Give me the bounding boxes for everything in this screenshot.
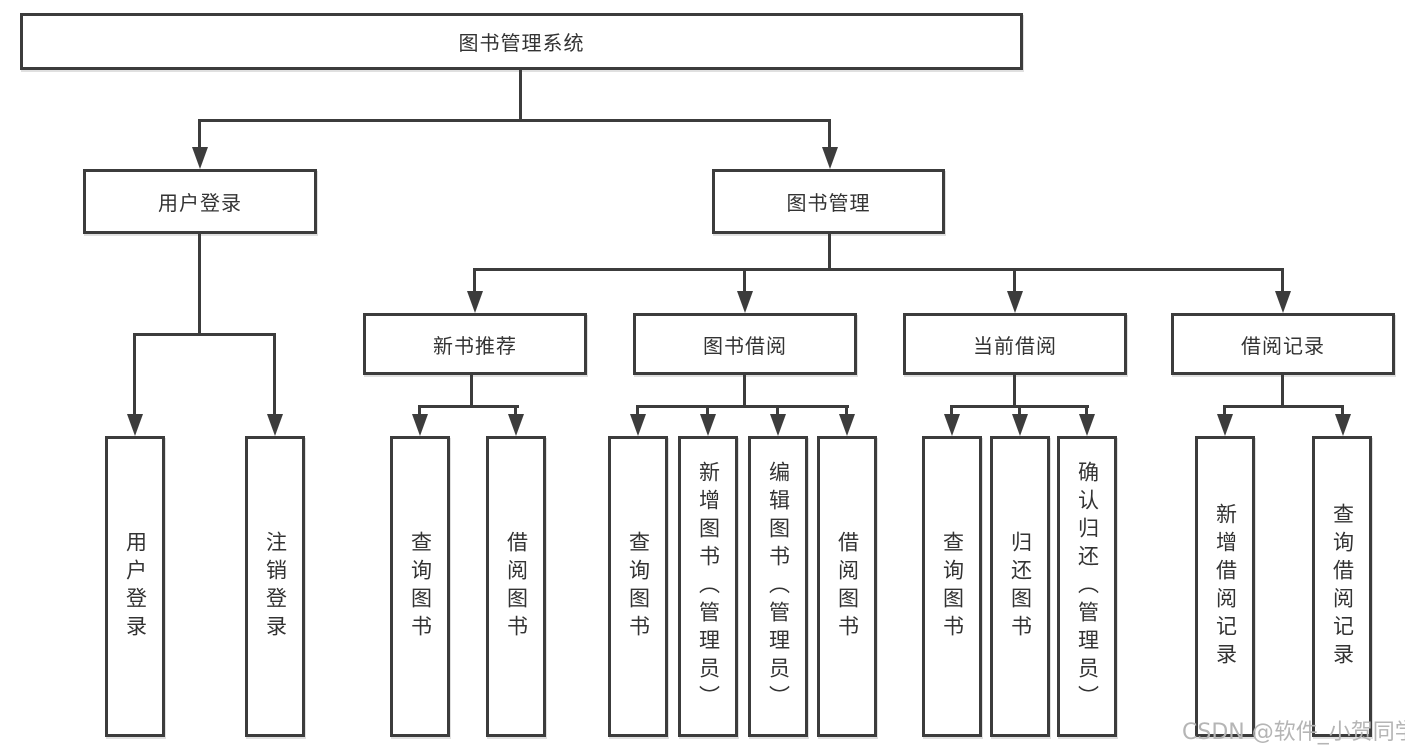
arrow-down-icon: [1275, 291, 1291, 313]
connector-line: [743, 268, 746, 293]
leaf-logout: 注销登录: [245, 436, 305, 737]
connector-line: [133, 333, 136, 416]
node-book-borrow-label: 图书借阅: [703, 333, 787, 358]
connector-line: [473, 268, 1284, 271]
leaf-borrow-books: 借阅图书: [817, 436, 877, 737]
connector-line: [828, 119, 831, 150]
leaf-return-books: 归还图书: [990, 436, 1050, 737]
connector-line: [743, 375, 746, 408]
arrow-down-icon: [127, 414, 143, 436]
connector-line: [133, 333, 276, 336]
leaf-return-books-label: 归还图书: [1008, 530, 1033, 643]
node-current-borrow-label: 当前借阅: [973, 333, 1057, 358]
arrow-down-icon: [1217, 414, 1233, 436]
leaf-logout-label: 注销登录: [263, 530, 288, 643]
connector-line: [828, 234, 831, 271]
arrow-down-icon: [412, 414, 428, 436]
connector-line: [1085, 405, 1088, 416]
node-user-login: 用户登录: [83, 169, 317, 234]
connector-line: [1013, 268, 1016, 293]
connector-line: [470, 375, 473, 408]
arrow-down-icon: [700, 414, 716, 436]
leaf-query-books-current-label: 查询图书: [940, 530, 965, 643]
connector-line: [519, 70, 522, 120]
leaf-add-borrow-record-label: 新增借阅记录: [1213, 502, 1238, 671]
arrow-down-icon: [630, 414, 646, 436]
leaf-borrow-books-recommend: 借阅图书: [486, 436, 546, 737]
leaf-confirm-return-admin: 确认归还（管理员）: [1057, 436, 1117, 737]
node-current-borrow: 当前借阅: [903, 313, 1127, 375]
leaf-edit-books-admin-label: 编辑图书（管理员）: [766, 460, 791, 713]
arrow-down-icon: [467, 291, 483, 313]
connector-line: [776, 405, 779, 416]
node-book-management-label: 图书管理: [786, 191, 871, 215]
node-root: 图书管理系统: [20, 13, 1023, 70]
arrow-down-icon: [822, 147, 838, 169]
connector-line: [1281, 268, 1284, 293]
node-new-book-recommend-label: 新书推荐: [433, 333, 517, 358]
leaf-user-login-label: 用户登录: [123, 530, 148, 643]
leaf-query-books-recommend-label: 查询图书: [408, 530, 433, 643]
connector-line: [1223, 405, 1226, 416]
arrow-down-icon: [1007, 291, 1023, 313]
connector-line: [198, 234, 201, 336]
leaf-user-login: 用户登录: [105, 436, 165, 737]
arrow-down-icon: [1335, 414, 1351, 436]
connector-line: [198, 119, 831, 122]
connector-line: [845, 405, 848, 416]
connector-line: [1341, 405, 1344, 416]
leaf-query-books-borrow: 查询图书: [608, 436, 668, 737]
leaf-add-books-admin: 新增图书（管理员）: [678, 436, 738, 737]
node-book-management: 图书管理: [712, 169, 945, 234]
connector-line: [418, 405, 421, 416]
leaf-add-borrow-record: 新增借阅记录: [1195, 436, 1255, 737]
connector-line: [1013, 375, 1016, 408]
connector-line: [706, 405, 709, 416]
connector-line: [198, 119, 201, 150]
leaf-query-books-borrow-label: 查询图书: [626, 530, 651, 643]
connector-line: [636, 405, 849, 408]
connector-line: [1281, 375, 1284, 408]
arrow-down-icon: [1012, 414, 1028, 436]
csdn-watermark: CSDN @软件_小贺同学: [1182, 720, 1405, 745]
arrow-down-icon: [737, 291, 753, 313]
leaf-add-books-admin-label: 新增图书（管理员）: [696, 460, 721, 713]
connector-line: [1018, 405, 1021, 416]
connector-line: [1223, 405, 1344, 408]
node-root-label: 图书管理系统: [458, 31, 585, 55]
node-book-borrow: 图书借阅: [633, 313, 857, 375]
leaf-query-borrow-record: 查询借阅记录: [1312, 436, 1372, 737]
arrow-down-icon: [770, 414, 786, 436]
connector-line: [273, 333, 276, 416]
node-borrow-records-label: 借阅记录: [1241, 333, 1325, 358]
arrow-down-icon: [508, 414, 524, 436]
leaf-edit-books-admin: 编辑图书（管理员）: [748, 436, 808, 737]
connector-line: [418, 405, 519, 408]
connector-line: [636, 405, 639, 416]
leaf-query-borrow-record-label: 查询借阅记录: [1330, 502, 1355, 671]
arrow-down-icon: [944, 414, 960, 436]
arrow-down-icon: [1079, 414, 1095, 436]
arrow-down-icon: [839, 414, 855, 436]
node-borrow-records: 借阅记录: [1171, 313, 1395, 375]
arrow-down-icon: [267, 414, 283, 436]
leaf-confirm-return-admin-label: 确认归还（管理员）: [1075, 460, 1100, 713]
node-new-book-recommend: 新书推荐: [363, 313, 587, 375]
connector-line: [514, 405, 517, 416]
leaf-borrow-books-label: 借阅图书: [835, 530, 860, 643]
connector-line: [950, 405, 953, 416]
leaf-query-books-recommend: 查询图书: [390, 436, 450, 737]
connector-line: [473, 268, 476, 293]
arrow-down-icon: [192, 147, 208, 169]
leaf-borrow-books-recommend-label: 借阅图书: [504, 530, 529, 643]
leaf-query-books-current: 查询图书: [922, 436, 982, 737]
node-user-login-label: 用户登录: [158, 191, 242, 215]
